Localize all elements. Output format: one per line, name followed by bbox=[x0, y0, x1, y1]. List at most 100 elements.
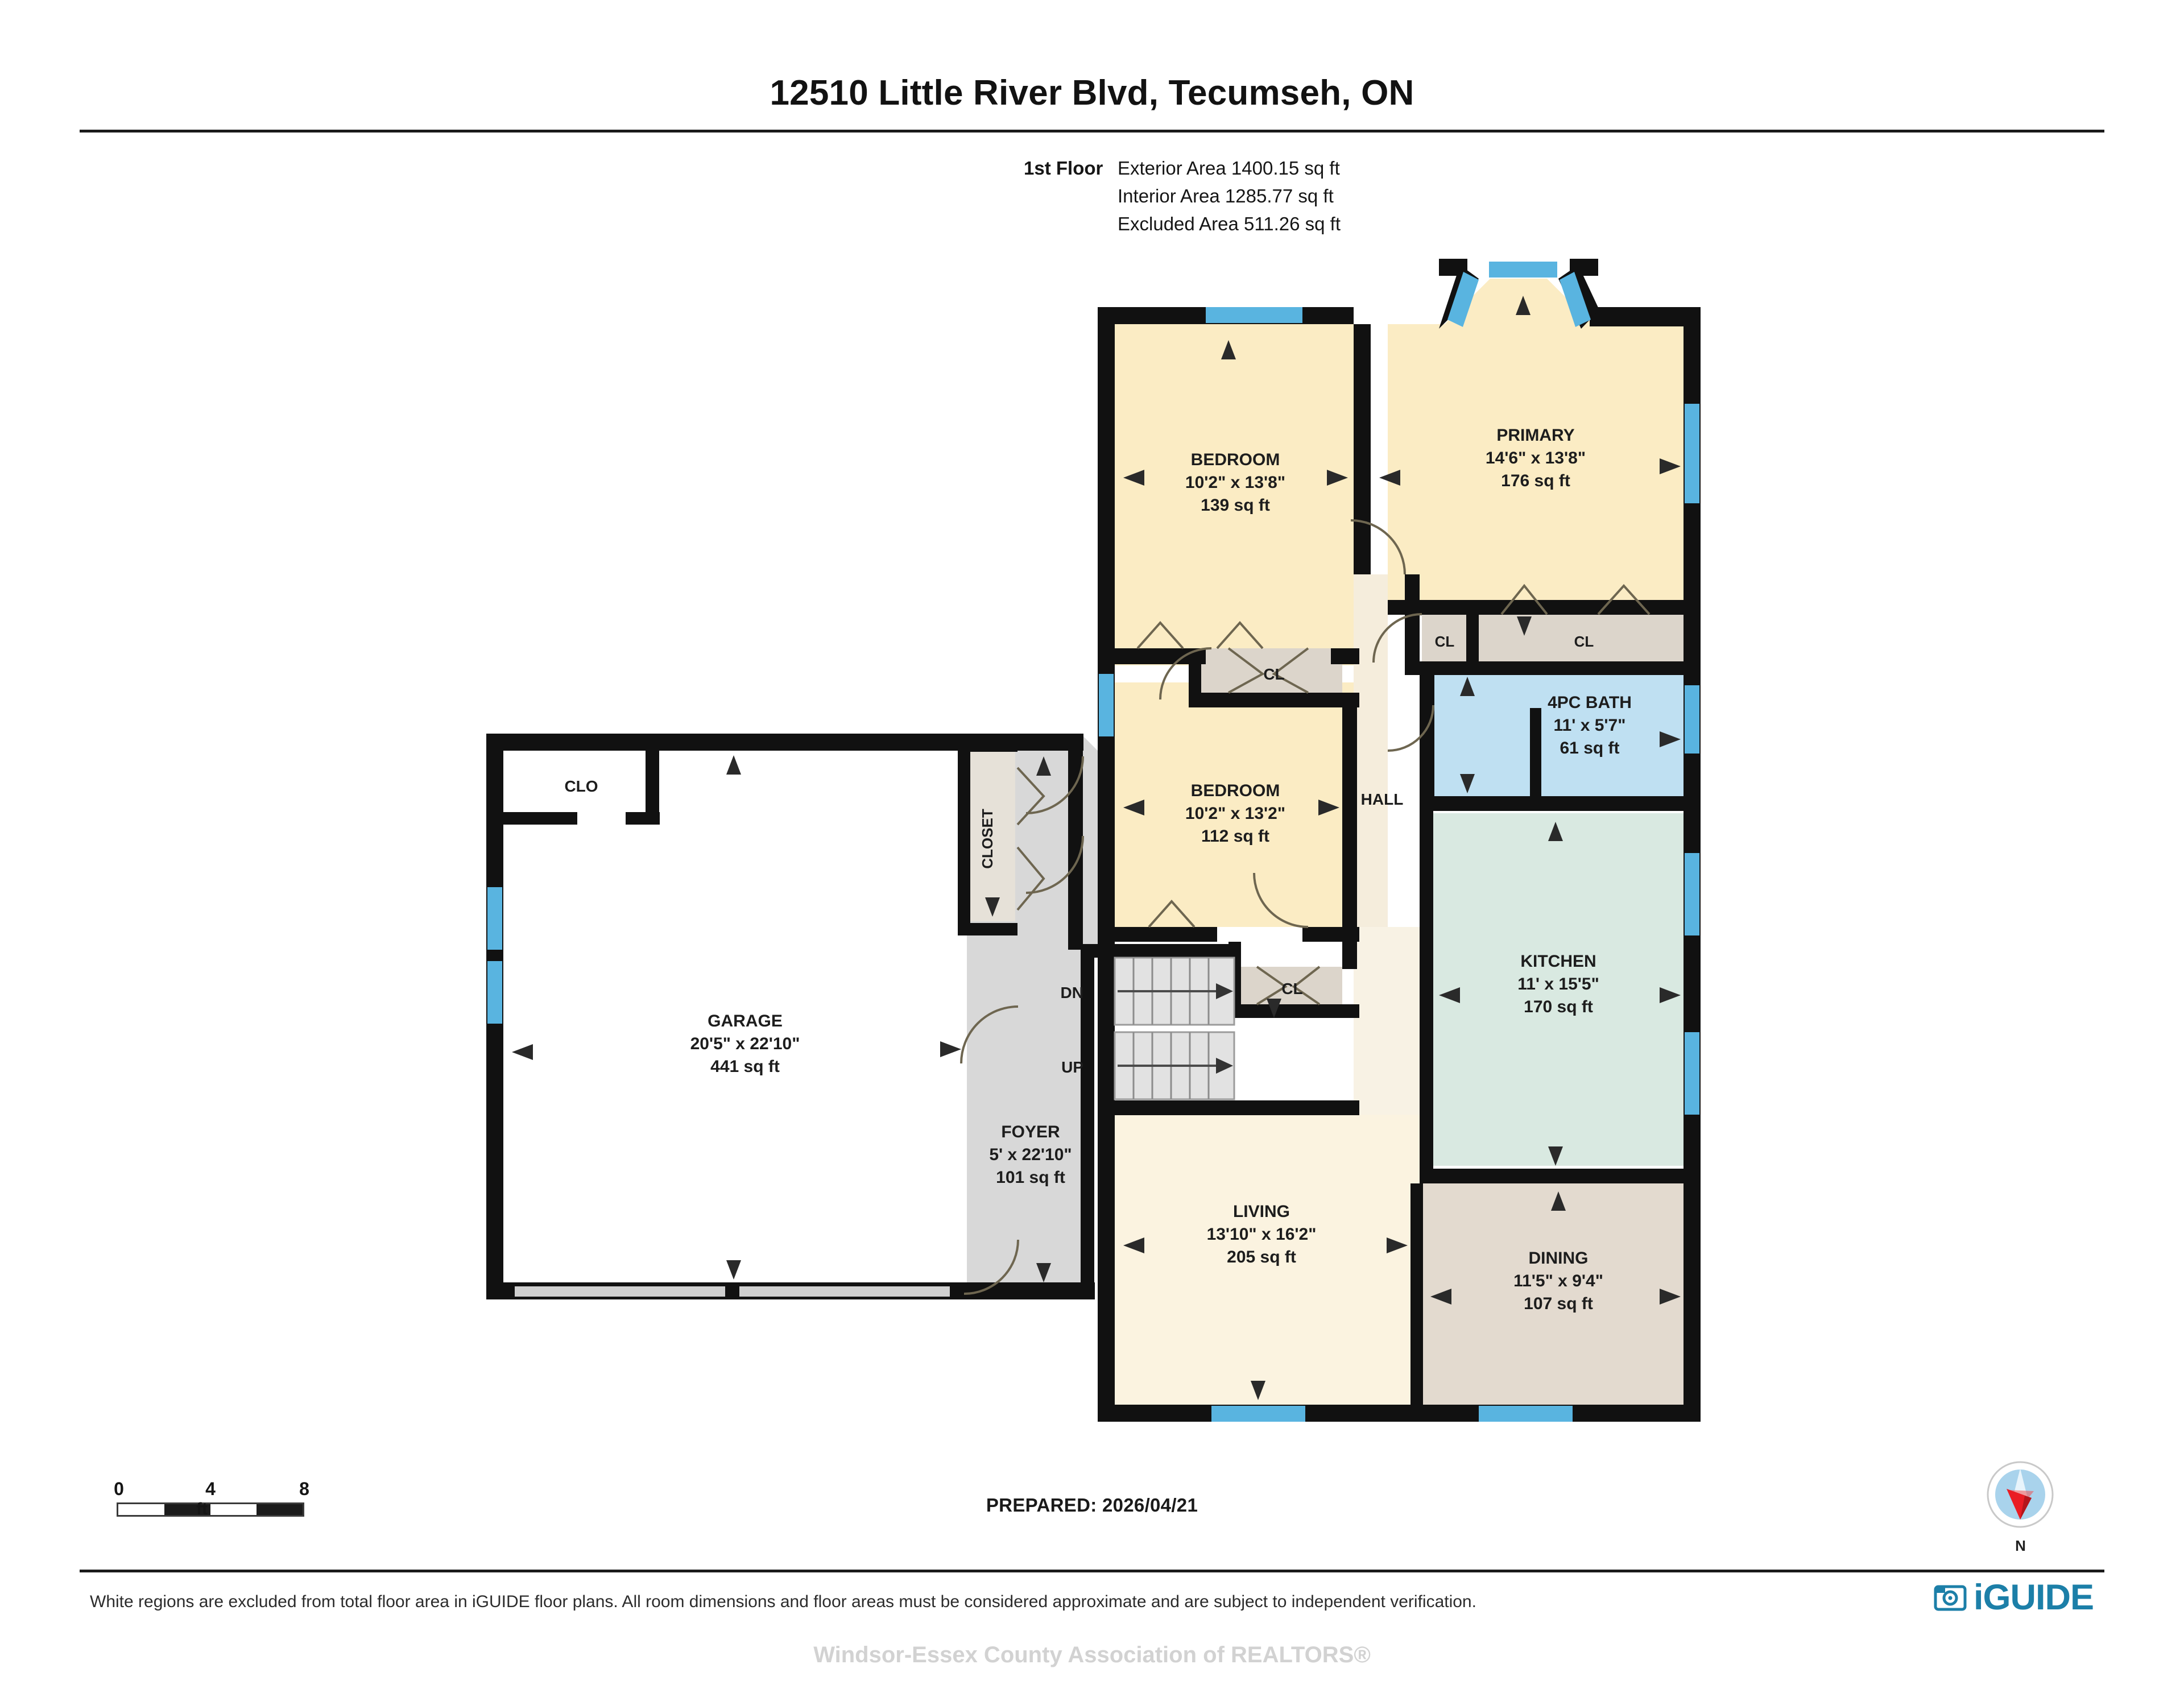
room-area-foyer: 101 sq ft bbox=[996, 1168, 1065, 1187]
door-swing-foyer-top bbox=[1025, 756, 1084, 814]
bifold-bedroom2-bottom bbox=[1148, 899, 1196, 928]
room-name-garage: GARAGE bbox=[708, 1012, 783, 1030]
compass-north-label: N bbox=[2015, 1537, 2026, 1554]
bifold-hall-cl bbox=[1227, 647, 1265, 694]
room-dims-kitchen: 11' x 15'5" bbox=[1517, 975, 1599, 993]
room-area-bath: 61 sq ft bbox=[1560, 739, 1619, 757]
room-dims-bedroom2: 10'2" x 13'2" bbox=[1185, 804, 1285, 823]
garage-door bbox=[515, 1286, 725, 1297]
dim-arrow-bath-up bbox=[1460, 677, 1475, 696]
window-garage-left-2 bbox=[487, 961, 502, 1024]
iguide-logo[interactable]: iGUIDE bbox=[1934, 1580, 2094, 1616]
window-bay-right-glass bbox=[1560, 272, 1591, 327]
dim-arrow-kitchen-up bbox=[1548, 822, 1563, 841]
room-dims-living: 13'10" x 16'2" bbox=[1207, 1225, 1317, 1244]
label-closet-vertical: CLOSET bbox=[979, 809, 996, 869]
room-label-living: LIVING 13'10" x 16'2" 205 sq ft bbox=[1207, 1202, 1317, 1266]
dim-arrow-bedroom1-win bbox=[1221, 340, 1236, 359]
wall-left-house-lower bbox=[1098, 1115, 1115, 1422]
bifold-primary-cl-right bbox=[1597, 584, 1651, 615]
label-cl-bedroom2: CL bbox=[1281, 980, 1302, 997]
wall-bottom-house bbox=[1098, 1405, 1701, 1422]
room-area-living: 205 sq ft bbox=[1227, 1248, 1296, 1266]
door-swing-primary bbox=[1350, 519, 1406, 575]
room-dims-primary: 14'6" x 13'8" bbox=[1486, 449, 1586, 467]
window-kitchen-right-1 bbox=[1685, 853, 1699, 935]
area-summary-row-excluded: Excluded Area 511.26 sq ft bbox=[1024, 210, 1341, 238]
label-stairs-up: UP bbox=[1061, 1058, 1083, 1076]
bifold-bedroom2-cl bbox=[1256, 966, 1288, 1005]
page-title: 12510 Little River Blvd, Tecumseh, ON bbox=[770, 73, 1414, 113]
dim-arrow-garage-down bbox=[726, 1260, 741, 1280]
wall-closet-bottom bbox=[1405, 661, 1701, 675]
window-bay-center bbox=[1489, 262, 1557, 278]
room-area-garage: 441 sq ft bbox=[710, 1057, 780, 1076]
label-cl-primary-large: CL bbox=[1574, 633, 1594, 650]
dim-arrow-garage-right bbox=[940, 1041, 961, 1057]
window-bath-right bbox=[1685, 685, 1699, 754]
bifold-bedroom2-cl-2 bbox=[1292, 966, 1321, 1005]
room-fill-hall-lower bbox=[1354, 927, 1422, 1120]
wall-closet-v-top bbox=[958, 739, 1017, 752]
wall-foyer-bottom bbox=[967, 1286, 1094, 1299]
excluded-area-text: Excluded Area 511.26 sq ft bbox=[1118, 213, 1341, 234]
door-swing-bath bbox=[1387, 705, 1434, 752]
dim-arrow-dining-right bbox=[1660, 1289, 1681, 1305]
room-fill-kitchen bbox=[1433, 813, 1684, 1166]
dim-arrow-living-right bbox=[1387, 1237, 1408, 1253]
dim-arrow-bedroom2-right bbox=[1318, 800, 1339, 815]
dim-arrow-living-bottom-win bbox=[1251, 1381, 1265, 1400]
dim-arrow-bedroom1-left bbox=[1123, 470, 1144, 486]
wall-living-top-left bbox=[1115, 1100, 1359, 1115]
window-primary-right bbox=[1685, 404, 1699, 503]
bifold-bedroom1-right bbox=[1216, 620, 1264, 649]
dim-arrow-bath-right bbox=[1660, 731, 1681, 747]
wall-kitchen-bottom bbox=[1420, 1169, 1701, 1183]
room-name-primary: PRIMARY bbox=[1496, 426, 1574, 445]
bifold-closet-v-1 bbox=[1016, 767, 1045, 826]
door-swing-group bbox=[960, 519, 1434, 1295]
room-dims-foyer: 5' x 22'10" bbox=[989, 1145, 1072, 1164]
prepared-date: PREPARED: 2026/04/21 bbox=[986, 1495, 1198, 1516]
room-fill-dining bbox=[1422, 1183, 1684, 1422]
room-fill-bedroom2 bbox=[1115, 682, 1354, 927]
wall-clo-bottom-left bbox=[503, 812, 577, 825]
wall-closet-divider bbox=[1466, 611, 1479, 668]
room-label-bath: 4PC BATH 11' x 5'7" 61 sq ft bbox=[1548, 693, 1632, 757]
room-fill-bath bbox=[1433, 668, 1684, 796]
window-group bbox=[487, 262, 1699, 1422]
room-area-bedroom1: 139 sq ft bbox=[1201, 496, 1270, 515]
window-living-bottom bbox=[1211, 1406, 1305, 1422]
wall-closet-v-left bbox=[958, 739, 970, 935]
closet-fill-clo bbox=[515, 751, 646, 816]
scale-tick-0: 0 bbox=[114, 1479, 124, 1499]
dim-arrow-primary-cl-down bbox=[1517, 616, 1532, 636]
window-bay-left-glass bbox=[1447, 272, 1479, 327]
iguide-wordmark: iGUIDE bbox=[1974, 1578, 2094, 1617]
wall-closet-v-bottom bbox=[958, 923, 1017, 935]
wall-kitchen-left bbox=[1420, 811, 1433, 1169]
garage-door-2 bbox=[739, 1286, 950, 1297]
room-dims-bedroom1: 10'2" x 13'8" bbox=[1185, 473, 1285, 492]
wall-clo-right bbox=[646, 751, 659, 819]
footer-divider bbox=[80, 1570, 2104, 1572]
header-divider bbox=[80, 130, 2104, 133]
room-name-foyer: FOYER bbox=[1001, 1123, 1060, 1141]
dim-arrow-kitchen-down bbox=[1548, 1146, 1563, 1166]
dim-arrow-dining-up bbox=[1551, 1191, 1566, 1211]
wall-bedroom1-bottom2 bbox=[1331, 648, 1359, 664]
room-dims-bath: 11' x 5'7" bbox=[1554, 716, 1626, 735]
bifold-hall-cl-2 bbox=[1272, 647, 1309, 694]
wall-foyer-right-lower bbox=[1081, 958, 1094, 1299]
scale-track bbox=[117, 1502, 304, 1517]
dim-arrow-garage-up bbox=[726, 755, 741, 775]
wall-bedroom2-bottom bbox=[1115, 927, 1217, 942]
wall-clo-bottom-right bbox=[626, 812, 660, 825]
door-swing-foyer-entry bbox=[963, 1239, 1019, 1295]
wall-foyer-right-upper bbox=[1068, 734, 1083, 950]
dim-arrow-kitchen-right bbox=[1660, 987, 1681, 1003]
room-label-foyer: FOYER 5' x 22'10" 101 sq ft bbox=[989, 1123, 1072, 1187]
bifold-door-group bbox=[1016, 583, 1651, 1005]
room-fill-garage bbox=[500, 739, 967, 1297]
